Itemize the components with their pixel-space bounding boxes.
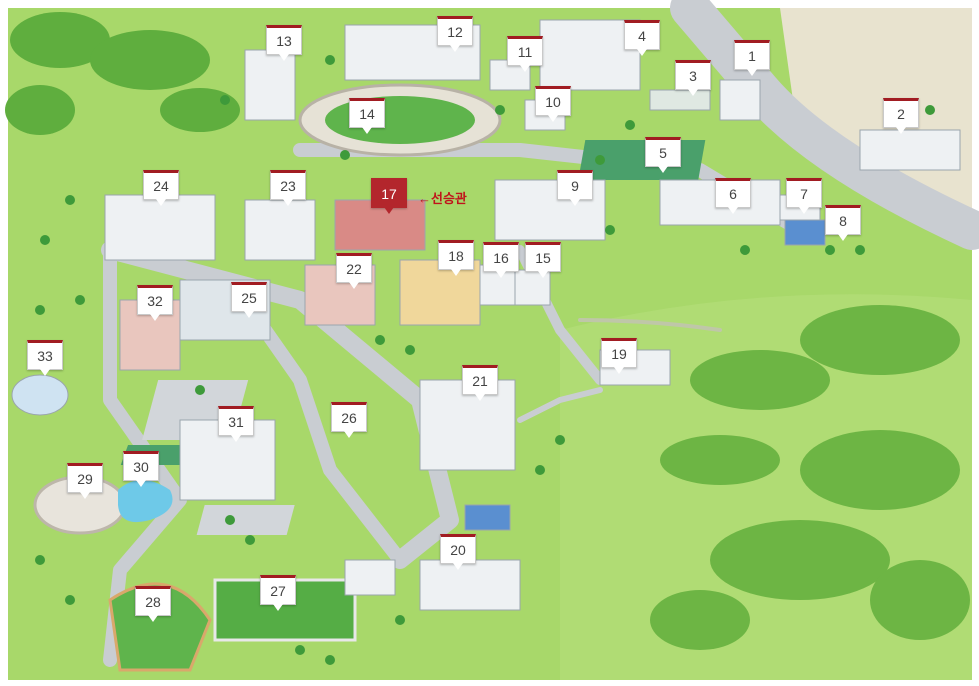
marker-17-label: 17 (381, 186, 397, 202)
marker-2-label: 2 (897, 106, 905, 122)
marker-30[interactable]: 30 (123, 451, 159, 487)
selected-building-label: ←선승관 (418, 191, 467, 206)
marker-3[interactable]: 3 (675, 60, 711, 96)
marker-2[interactable]: 2 (883, 98, 919, 134)
marker-8[interactable]: 8 (825, 205, 861, 241)
marker-24[interactable]: 24 (143, 170, 179, 206)
building-2 (859, 129, 961, 171)
building-23 (244, 199, 316, 261)
marker-20-label: 20 (450, 542, 466, 558)
marker-10-label: 10 (545, 94, 561, 110)
building-20 (419, 559, 521, 611)
marker-19[interactable]: 19 (601, 338, 637, 374)
marker-21[interactable]: 21 (462, 365, 498, 401)
marker-13[interactable]: 13 (266, 25, 302, 61)
marker-21-label: 21 (472, 373, 488, 389)
stadium-track (298, 83, 502, 157)
marker-4-label: 4 (638, 28, 646, 44)
marker-5[interactable]: 5 (645, 137, 681, 173)
marker-1-label: 1 (748, 48, 756, 64)
marker-28[interactable]: 28 (135, 586, 171, 622)
marker-10[interactable]: 10 (535, 86, 571, 122)
marker-26-label: 26 (341, 410, 357, 426)
path-to-19 (517, 387, 603, 423)
marker-26[interactable]: 26 (331, 402, 367, 438)
marker-12-label: 12 (447, 24, 463, 40)
marker-28-label: 28 (145, 594, 161, 610)
marker-14[interactable]: 14 (349, 98, 385, 134)
marker-16[interactable]: 16 (483, 242, 519, 278)
building-3 (649, 89, 711, 111)
marker-29[interactable]: 29 (67, 463, 103, 499)
marker-17[interactable]: 17 (371, 178, 407, 214)
marker-9-label: 9 (571, 178, 579, 194)
trees (35, 55, 935, 665)
marker-31-label: 31 (228, 414, 244, 430)
marker-15[interactable]: 15 (525, 242, 561, 278)
marker-23[interactable]: 23 (270, 170, 306, 206)
marker-3-label: 3 (689, 68, 697, 84)
marker-33-label: 33 (37, 348, 53, 364)
marker-23-label: 23 (280, 178, 296, 194)
marker-5-label: 5 (659, 145, 667, 161)
marker-25-label: 25 (241, 290, 257, 306)
building-21 (419, 379, 516, 471)
marker-6[interactable]: 6 (715, 178, 751, 214)
marker-7[interactable]: 7 (786, 178, 822, 214)
marker-11[interactable]: 11 (507, 36, 543, 72)
marker-11-label: 11 (517, 44, 533, 60)
marker-18-label: 18 (448, 248, 464, 264)
marker-13-label: 13 (276, 33, 292, 49)
building-1 (719, 79, 761, 121)
marker-12[interactable]: 12 (437, 16, 473, 52)
building-8 (784, 219, 826, 246)
marker-22-label: 22 (346, 261, 362, 277)
building-south-1 (344, 559, 396, 596)
parking-lot-south (196, 505, 295, 535)
marker-8-label: 8 (839, 213, 847, 229)
marker-14-label: 14 (359, 106, 375, 122)
marker-16-label: 16 (493, 250, 509, 266)
building-13 (244, 49, 296, 121)
forest-southeast (650, 305, 970, 650)
marker-4[interactable]: 4 (624, 20, 660, 56)
marker-1[interactable]: 1 (734, 40, 770, 76)
pond-30 (118, 480, 173, 523)
marker-6-label: 6 (729, 186, 737, 202)
marker-32[interactable]: 32 (137, 285, 173, 321)
building-17 (334, 199, 426, 251)
marker-22[interactable]: 22 (336, 253, 372, 289)
marker-7-label: 7 (800, 186, 808, 202)
forest-northwest (5, 12, 240, 135)
marker-31[interactable]: 31 (218, 406, 254, 442)
marker-33[interactable]: 33 (27, 340, 63, 376)
marker-19-label: 19 (611, 346, 627, 362)
marker-25[interactable]: 25 (231, 282, 267, 318)
building-south-2 (464, 504, 511, 531)
marker-20[interactable]: 20 (440, 534, 476, 570)
marker-18[interactable]: 18 (438, 240, 474, 276)
marker-9[interactable]: 9 (557, 170, 593, 206)
paved-hill-east (780, 8, 972, 230)
marker-32-label: 32 (147, 293, 163, 309)
marker-15-label: 15 (535, 250, 551, 266)
marker-27-label: 27 (270, 583, 286, 599)
marker-29-label: 29 (77, 471, 93, 487)
marker-27[interactable]: 27 (260, 575, 296, 611)
main-highway (670, 0, 979, 250)
path-south-trail (578, 318, 722, 332)
marker-24-label: 24 (153, 178, 169, 194)
marker-30-label: 30 (133, 459, 149, 475)
building-33 (11, 374, 69, 416)
